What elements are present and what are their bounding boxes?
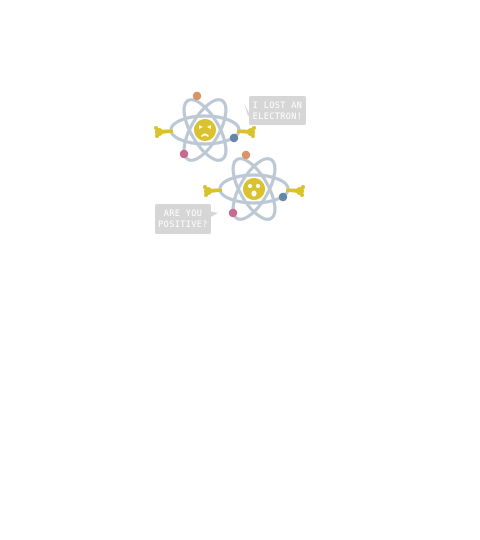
speech-bubble-bottom: ARE YOU POSITIVE? (155, 204, 218, 234)
bubble-bottom-line2: POSITIVE? (158, 220, 208, 230)
bubble-top-line1: I LOST AN (253, 101, 303, 111)
electron-blue (278, 192, 288, 202)
sad-face (199, 125, 211, 137)
atom-jokes-illustration: I LOST AN ELECTRON! (154, 91, 306, 234)
shocked-atom-icon (203, 150, 305, 221)
right-arm (237, 126, 256, 138)
sad-atom-icon (154, 91, 256, 162)
electron-orange (192, 91, 202, 101)
right-arm (286, 185, 305, 197)
nucleus (243, 178, 265, 200)
bubble-bottom-line1: ARE YOU (164, 209, 203, 219)
nucleus (194, 119, 216, 141)
left-arm (154, 126, 173, 138)
left-arm (203, 185, 222, 197)
electron-orange (241, 150, 251, 160)
bubble-top-line2: ELECTRON! (253, 112, 303, 122)
speech-bubble-top: I LOST AN ELECTRON! (244, 96, 306, 125)
electron-pink (179, 149, 189, 159)
shocked-face (248, 184, 260, 197)
electron-blue (229, 133, 239, 143)
electron-pink (228, 208, 238, 218)
